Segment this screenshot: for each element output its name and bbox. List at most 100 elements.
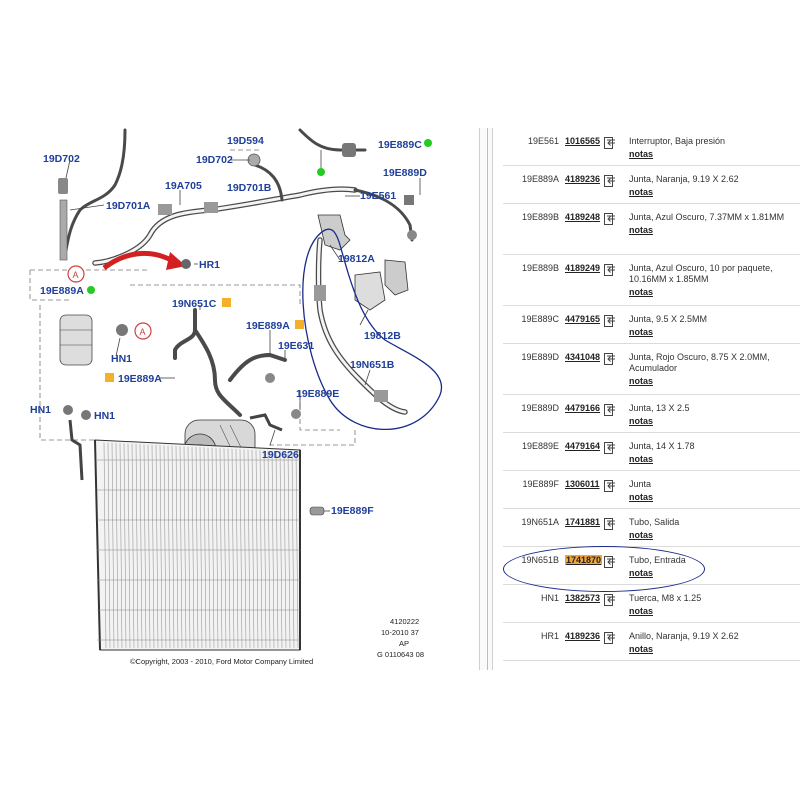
notes-link[interactable]: notas bbox=[629, 644, 654, 654]
label-19e889c: 19E889C bbox=[378, 139, 422, 151]
part-description-text: Junta bbox=[629, 479, 652, 489]
part-code: 19E889D bbox=[521, 403, 559, 413]
notes-link[interactable]: notas bbox=[629, 492, 654, 502]
add-to-cart-icon[interactable] bbox=[603, 517, 616, 531]
fitting-19e889e bbox=[291, 409, 301, 419]
part-description-text: Junta, Azul Oscuro, 7.37MM x 1.81MM bbox=[629, 212, 785, 222]
red-arrow-head bbox=[166, 252, 186, 270]
fitting-19e561 bbox=[404, 195, 414, 205]
part-number-link[interactable]: 1306011 bbox=[565, 479, 600, 489]
notes-link[interactable]: notas bbox=[629, 376, 654, 386]
scrollbar-line bbox=[487, 128, 488, 670]
part-description: Junta, Azul Oscuro, 10 por paquete, 10.1… bbox=[629, 263, 789, 298]
notes-link[interactable]: notas bbox=[629, 187, 654, 197]
notes-link[interactable]: notas bbox=[629, 530, 654, 540]
part-number-link[interactable]: 4479166 bbox=[565, 403, 601, 413]
part-number-link[interactable]: 4189236 bbox=[565, 631, 601, 641]
part-number-link[interactable]: 4479165 bbox=[565, 314, 601, 324]
label-19d701a: 19D701A bbox=[106, 200, 151, 212]
tube-coupling bbox=[374, 390, 388, 402]
leader-line bbox=[65, 159, 71, 179]
tube-19n651c bbox=[173, 308, 242, 417]
add-to-cart-icon[interactable] bbox=[603, 263, 616, 277]
part-description: Tubo, Salida notas bbox=[629, 517, 789, 541]
add-to-cart-icon[interactable] bbox=[603, 403, 616, 417]
add-to-cart-icon[interactable] bbox=[603, 174, 616, 188]
stamp-line: 10-2010 37 bbox=[381, 628, 419, 637]
fitting-19e631 bbox=[265, 373, 275, 383]
hose-coupling bbox=[158, 204, 172, 215]
part-number-link[interactable]: 4189236 bbox=[565, 174, 601, 184]
part-description-text: Junta, Rojo Oscuro, 8.75 X 2.0MM, Acumul… bbox=[629, 352, 770, 373]
nut-hn1 bbox=[63, 405, 73, 415]
bracket-19812a bbox=[384, 259, 409, 296]
pipe-19d702 bbox=[59, 199, 68, 261]
add-to-cart-icon[interactable] bbox=[603, 352, 616, 366]
part-description-text: Anillo, Naranja, 9.19 X 2.62 bbox=[629, 631, 739, 641]
add-to-cart-icon[interactable] bbox=[603, 631, 616, 645]
hand-drawn-highlight bbox=[503, 546, 705, 592]
status-dot bbox=[317, 168, 325, 176]
part-number-link[interactable]: 1016565 bbox=[565, 136, 601, 146]
notes-link[interactable]: notas bbox=[629, 606, 654, 616]
part-number-link[interactable]: 4341048 bbox=[565, 352, 601, 362]
add-to-cart-icon[interactable] bbox=[603, 441, 616, 455]
part-description-text: Tubo, Salida bbox=[629, 517, 680, 527]
notes-link[interactable]: notas bbox=[629, 225, 654, 235]
pipe-right-upper bbox=[353, 188, 414, 242]
parts-diagram: A A 19D702 19D594 19E889C 19D702 19E889D… bbox=[29, 128, 443, 666]
part-code: 19E889F bbox=[522, 479, 559, 489]
add-to-cart-icon[interactable] bbox=[603, 136, 616, 150]
label-19e889d: 19E889D bbox=[383, 167, 427, 179]
stamp-line: 4120222 bbox=[390, 617, 419, 626]
notes-link[interactable]: notas bbox=[629, 327, 654, 337]
notes-link[interactable]: notas bbox=[629, 287, 654, 297]
add-to-cart-icon[interactable] bbox=[603, 479, 616, 493]
part-code: 19N651A bbox=[521, 517, 559, 527]
label-19d626: 19D626 bbox=[262, 449, 299, 461]
label-19a705: 19A705 bbox=[165, 180, 202, 192]
hose-coupling bbox=[204, 202, 218, 213]
fitting-19e889f bbox=[309, 506, 325, 516]
part-code: 19E889B bbox=[521, 263, 559, 273]
fitting-19e889d bbox=[407, 230, 417, 240]
label-19d701b: 19D701B bbox=[227, 182, 272, 194]
part-code: 19E889D bbox=[521, 352, 559, 362]
part-number-link[interactable]: 4479164 bbox=[565, 441, 601, 451]
label-hn1: HN1 bbox=[111, 353, 132, 365]
part-number-link[interactable]: 4189248 bbox=[565, 212, 601, 222]
leader-line bbox=[269, 429, 276, 446]
notes-link[interactable]: notas bbox=[629, 416, 654, 426]
table-row: 19E889F 1306011 Junta notas bbox=[503, 471, 800, 509]
notes-link[interactable]: notas bbox=[629, 149, 654, 159]
label-19e631: 19E631 bbox=[278, 340, 314, 352]
part-description-text: Junta, 9.5 X 2.5MM bbox=[629, 314, 708, 324]
nut-hn1 bbox=[81, 410, 91, 420]
part-code: 19E889A bbox=[521, 174, 559, 184]
part-number-link[interactable]: 4189249 bbox=[565, 263, 601, 273]
leader-line bbox=[359, 309, 369, 326]
notes-link[interactable]: notas bbox=[629, 454, 654, 464]
callout-a bbox=[134, 322, 152, 340]
part-description: Junta, 9.5 X 2.5MM notas bbox=[629, 314, 789, 338]
tube-coupling bbox=[314, 285, 326, 301]
scrollbar[interactable] bbox=[479, 128, 493, 670]
label-hn1: HN1 bbox=[30, 404, 51, 416]
part-number-link[interactable]: 1382573 bbox=[565, 593, 601, 603]
add-to-cart-icon[interactable] bbox=[603, 212, 616, 226]
add-to-cart-icon[interactable] bbox=[603, 314, 616, 328]
label-19e561: 19E561 bbox=[360, 190, 396, 202]
part-number-link[interactable]: 1741881 bbox=[565, 517, 601, 527]
assembly-outline bbox=[29, 269, 150, 441]
add-to-cart-icon[interactable] bbox=[603, 593, 616, 607]
part-description: Anillo, Naranja, 9.19 X 2.62 notas bbox=[629, 631, 789, 655]
valve-19d702 bbox=[58, 178, 68, 194]
